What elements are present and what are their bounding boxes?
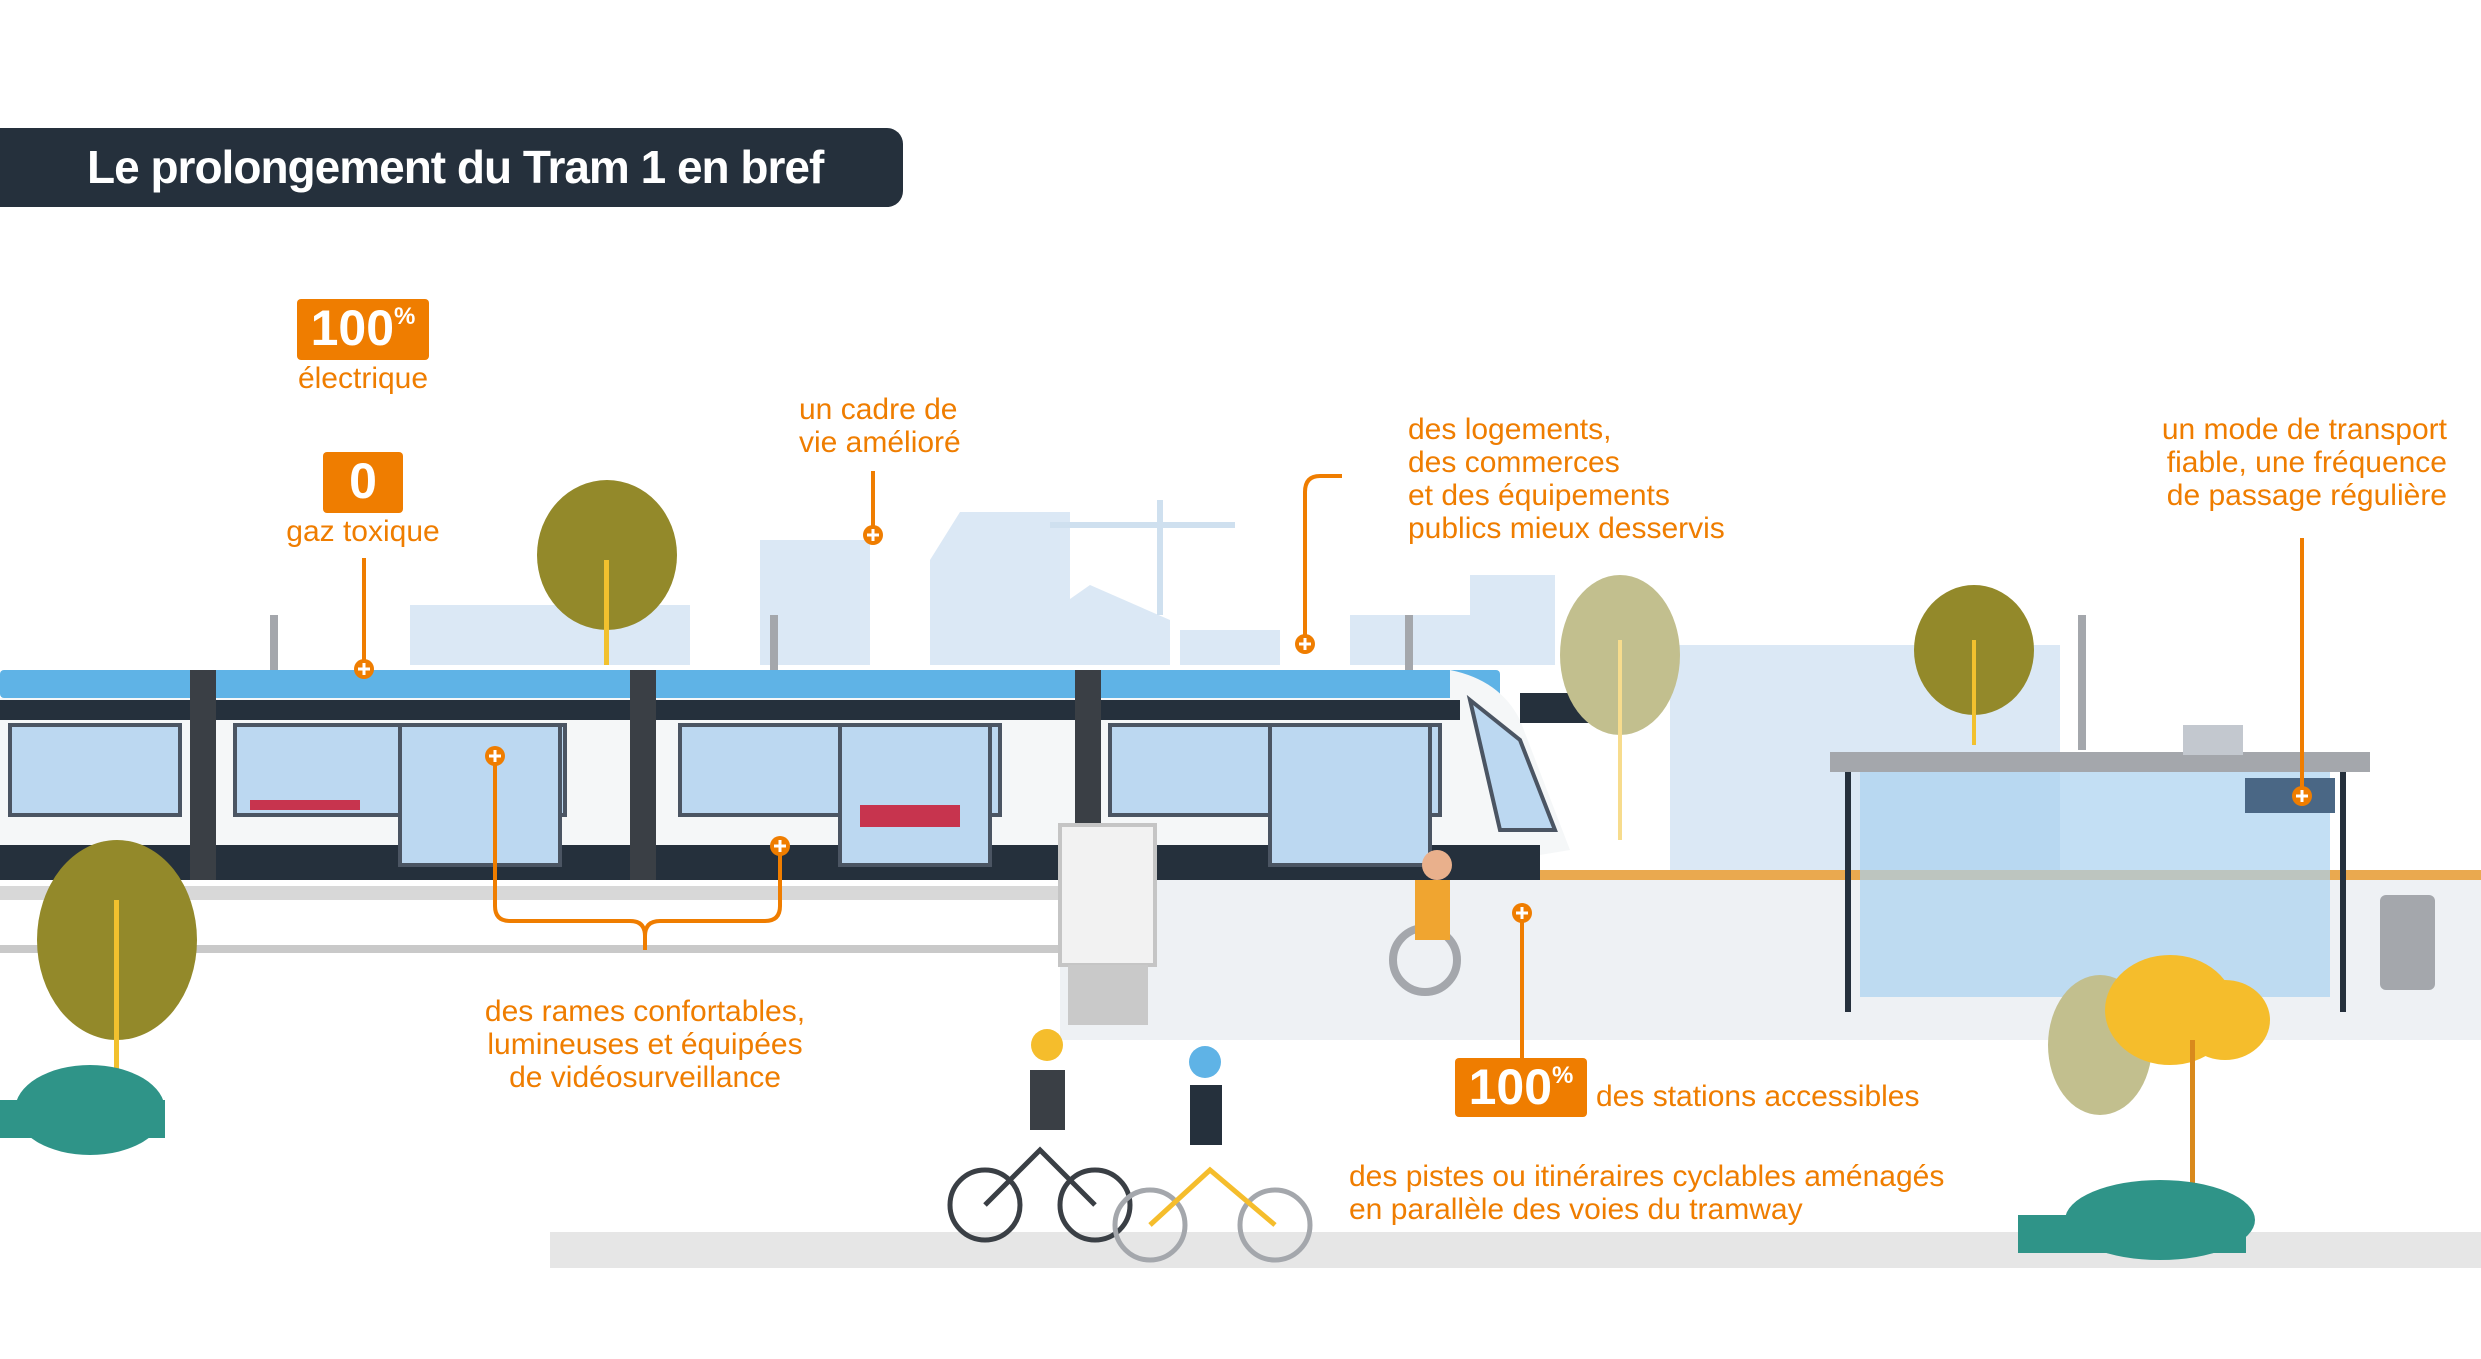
electric-label: électrique	[297, 362, 429, 395]
bushes	[0, 1065, 2255, 1260]
bikes-text: des pistes ou itinéraires cyclables amén…	[1349, 1160, 1945, 1226]
page-title: Le prolongement du Tram 1 en bref	[87, 141, 824, 193]
wheelchair-user	[1389, 850, 1461, 996]
connector-lines	[362, 471, 2304, 1058]
electric-badge: 100%	[297, 299, 429, 360]
stations-badge: 100%	[1455, 1058, 1587, 1117]
gas-label: gaz toxique	[286, 515, 440, 548]
title-banner: Le prolongement du Tram 1 en bref	[0, 128, 903, 207]
trees	[37, 480, 2270, 1250]
crane	[1050, 500, 1235, 615]
living-text: un cadre de vie amélioré	[799, 393, 961, 459]
services-text: des logements, des commerces et des équi…	[1408, 413, 1725, 545]
stations-label: des stations accessibles	[1596, 1080, 1920, 1113]
reliable-text: un mode de transport fiable, une fréquen…	[2161, 413, 2447, 512]
street-lamps	[270, 615, 2086, 750]
tram	[0, 670, 1570, 880]
gas-badge: 0	[323, 452, 403, 513]
tram-shelter	[1520, 693, 2435, 1012]
trains-text: des rames confortables, lumineuses et éq…	[484, 995, 806, 1094]
info-board	[1058, 823, 1157, 1025]
cyclists	[947, 1029, 1313, 1263]
